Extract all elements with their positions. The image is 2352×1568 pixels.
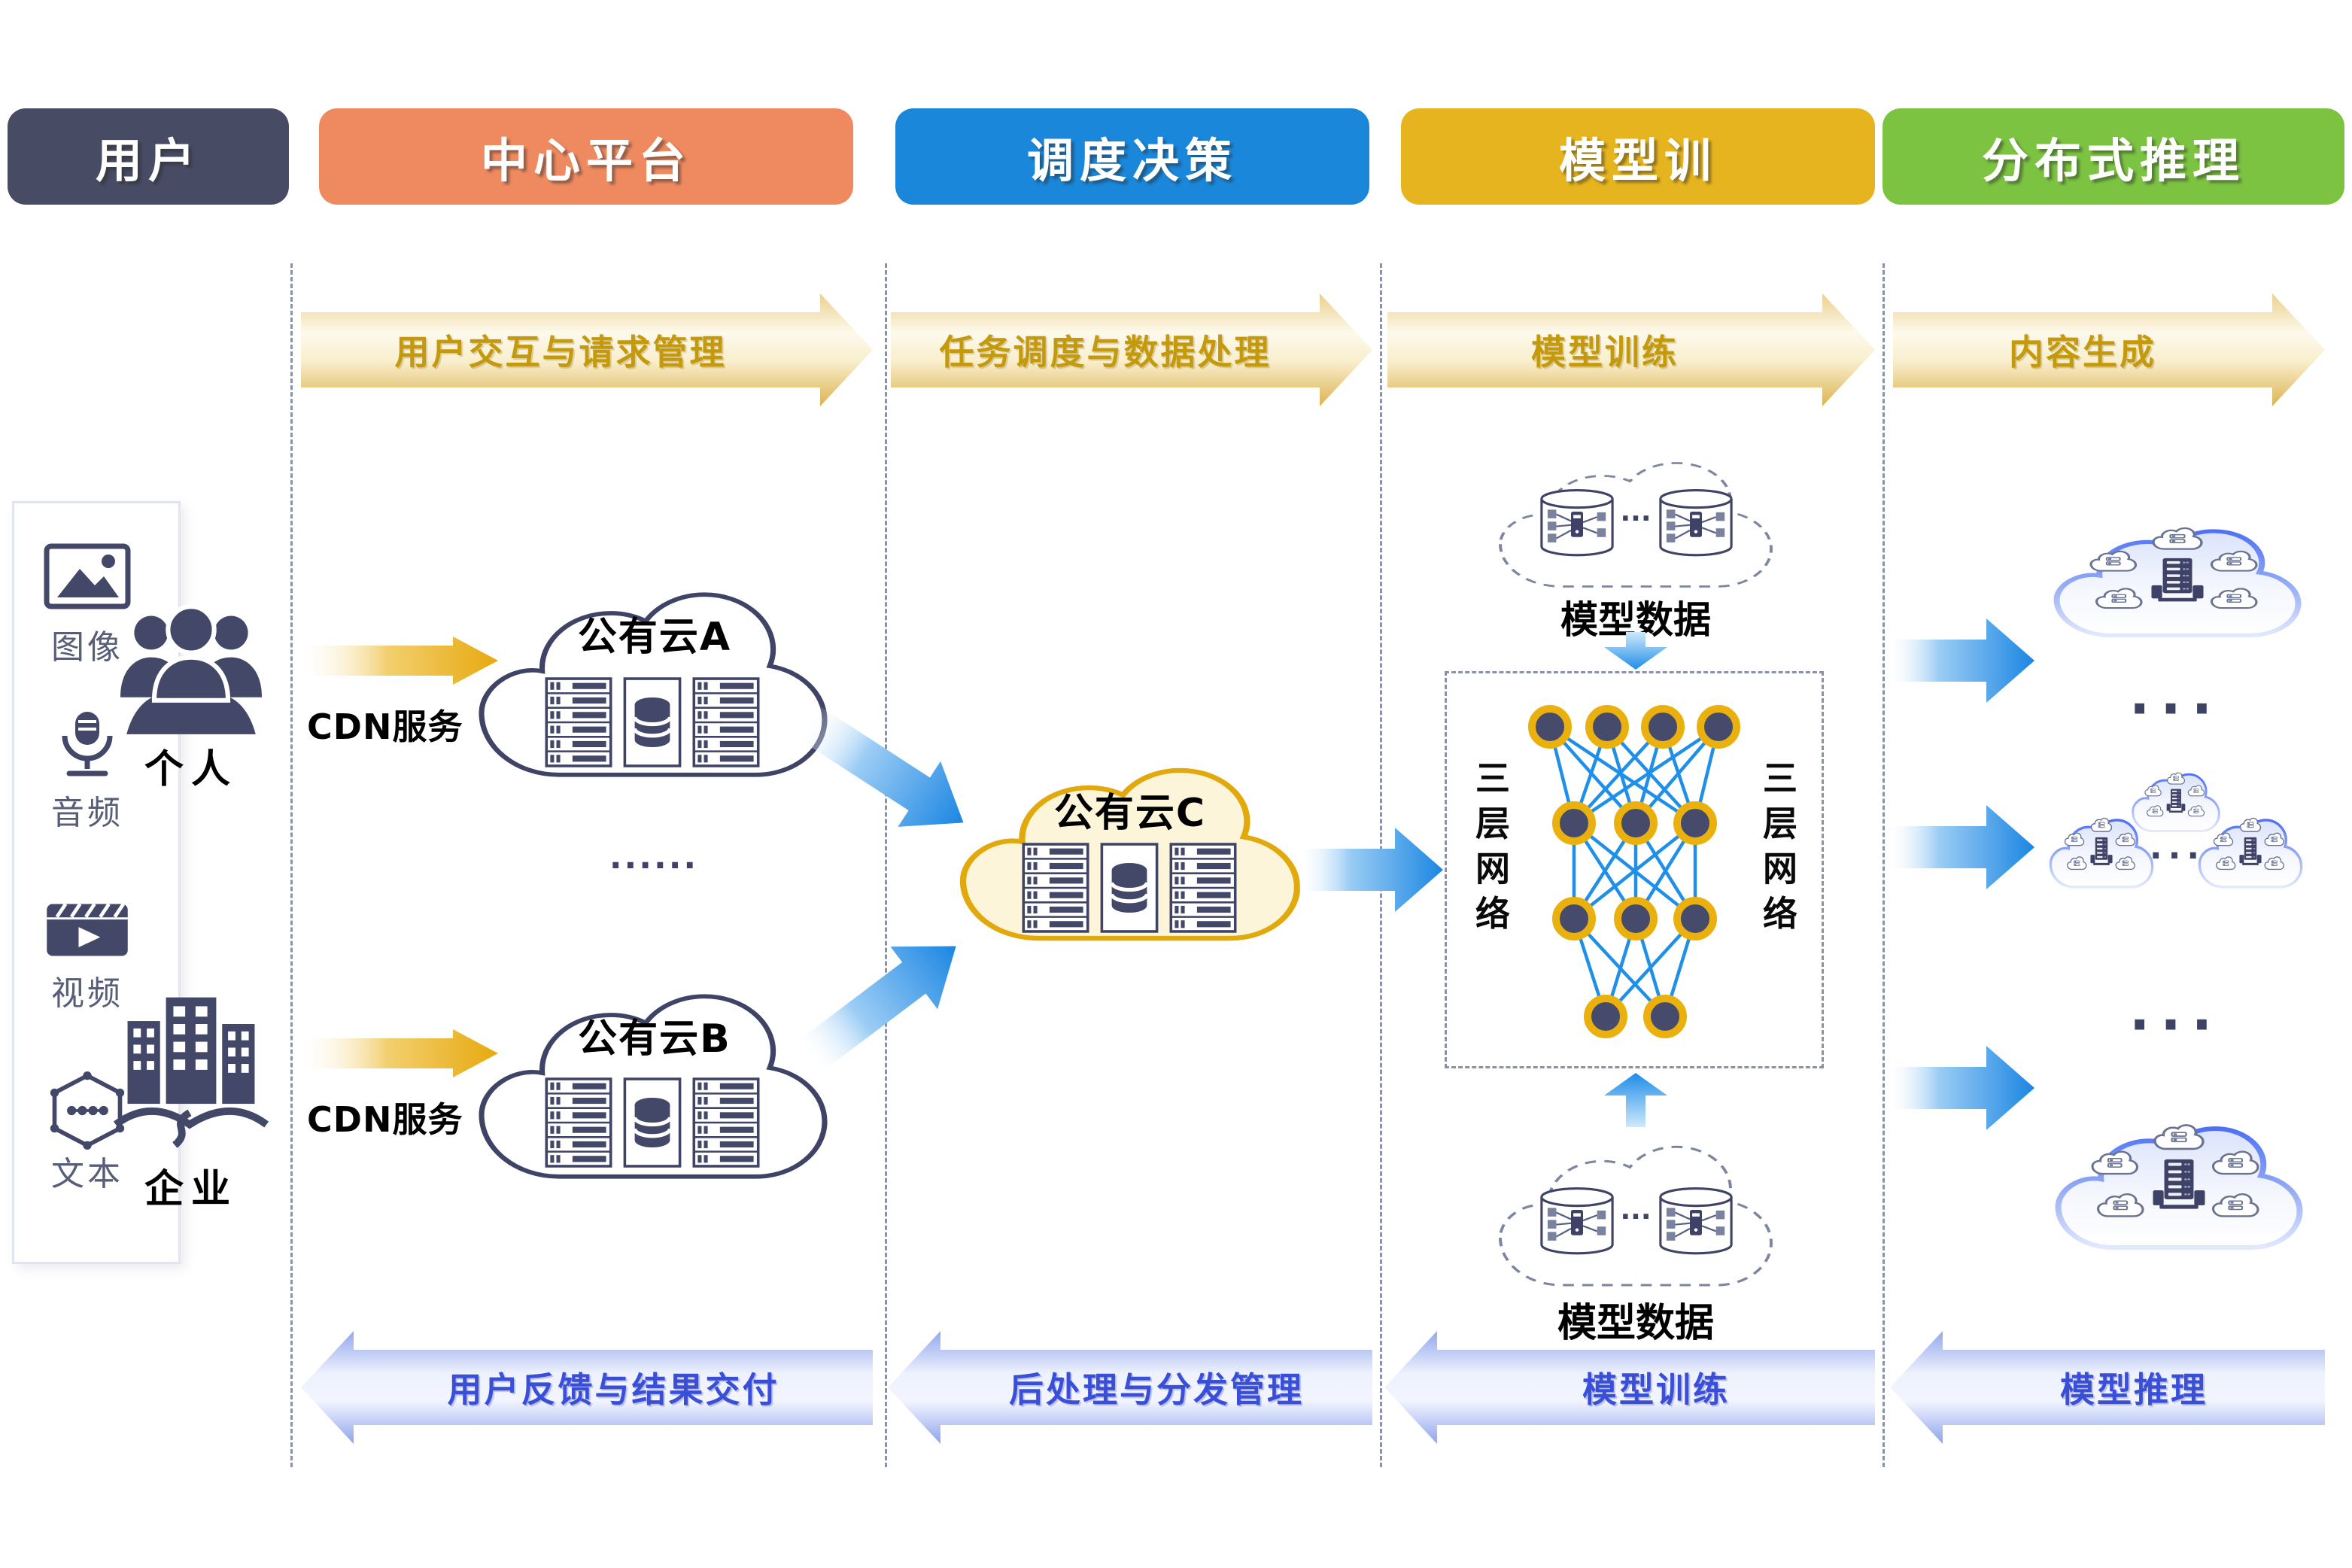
microphone-icon — [62, 712, 113, 776]
server-rack-icon — [545, 677, 612, 767]
top-flow-arrow-3: 模型训练 — [1387, 293, 1875, 406]
model-data-bottom-dots: ... — [1620, 1195, 1652, 1226]
cdn-arrow-top — [298, 637, 498, 685]
lane-separator-4 — [1883, 263, 1885, 1467]
neural-network-icon — [1528, 705, 1740, 1038]
right-arrow-icon — [301, 293, 873, 406]
arrow-cloud-b-to-c — [797, 946, 956, 1073]
server-rack-icon — [692, 1077, 760, 1168]
public-cloud-b-label: 公有云B — [578, 1016, 731, 1062]
top-flow-label-4: 内容生成 — [2009, 332, 2156, 372]
inference-dots-2: ··· — [2129, 993, 2223, 1056]
platform-ellipsis: ...... — [609, 838, 699, 877]
modality-label-image: 图像 — [51, 628, 123, 667]
inference-cloud-1 — [2051, 510, 2304, 649]
lane-header-platform-label: 中心平台 — [480, 133, 691, 188]
model-data-bottom-label: 模型数据 — [1557, 1301, 1714, 1346]
bottom-flow-arrow-3: 模型训练 — [1384, 1331, 1875, 1444]
user-enterprise-label: 企业 — [144, 1167, 238, 1212]
bottom-flow-label-2: 后处理与分发管理 — [1009, 1369, 1304, 1410]
public-cloud-c-label: 公有云C — [1053, 791, 1207, 836]
server-rack-icon — [692, 677, 760, 767]
bottom-flow-arrow-1: 用户反馈与结果交付 — [301, 1331, 873, 1444]
modality-label-video: 视频 — [51, 974, 123, 1013]
bottom-flow-label-3: 模型训练 — [1582, 1369, 1730, 1410]
text-network-icon — [50, 1071, 125, 1150]
server-rack-icon — [1022, 843, 1089, 933]
model-data-top-dots: ... — [1620, 497, 1652, 527]
lane-header-training-label: 模型训 — [1558, 133, 1717, 188]
cdn-arrow-bottom — [298, 1029, 498, 1077]
inference-dots-1: ··· — [2129, 677, 2223, 740]
data-cylinder-icon — [1540, 1187, 1614, 1255]
network-label-right: 三层网络 — [1758, 760, 1798, 940]
right-arrow-icon — [1387, 293, 1875, 406]
inference-arrow-3 — [1887, 1046, 2034, 1130]
inference-arrow-1 — [1887, 618, 2034, 703]
database-icon — [623, 677, 682, 767]
inference-arrow-2 — [1887, 805, 2034, 889]
server-rack-icon — [1169, 843, 1237, 933]
video-icon — [47, 903, 128, 956]
data-cylinder-icon — [1540, 488, 1614, 557]
top-flow-label-2: 任务调度与数据处理 — [939, 332, 1272, 372]
enterprise-icon — [113, 997, 269, 1148]
inference-cloud-3 — [2053, 1105, 2305, 1263]
arrow-data-to-network-up — [1604, 1073, 1667, 1127]
lane-header-scheduling: 调度决策 — [895, 108, 1369, 205]
top-flow-arrow-2: 任务调度与数据处理 — [891, 293, 1372, 406]
user-personal-label: 个人 — [144, 747, 238, 792]
lane-header-users: 用户 — [8, 108, 289, 205]
inference-cloud-cluster — [2024, 763, 2328, 898]
bottom-flow-arrow-4: 模型推理 — [1890, 1331, 2325, 1444]
arrow-data-to-network — [1604, 632, 1667, 670]
cdn-label-top: CDN服务 — [307, 707, 463, 747]
data-cylinder-icon — [1659, 488, 1733, 557]
top-flow-label-1: 用户交互与请求管理 — [394, 332, 727, 372]
lane-header-inference: 分布式推理 — [1883, 108, 2344, 205]
image-icon — [44, 543, 131, 609]
lane-header-platform: 中心平台 — [319, 108, 853, 205]
people-group-icon — [120, 604, 262, 734]
left-arrow-icon — [1384, 1331, 1875, 1444]
left-arrow-icon — [888, 1331, 1372, 1444]
server-rack-icon — [545, 1077, 612, 1168]
database-icon — [623, 1077, 682, 1168]
left-arrow-icon — [301, 1331, 873, 1444]
right-arrow-icon — [891, 293, 1372, 406]
cdn-label-bottom: CDN服务 — [307, 1099, 463, 1140]
left-arrow-icon — [1890, 1331, 2325, 1444]
bottom-flow-label-1: 用户反馈与结果交付 — [447, 1369, 779, 1410]
top-flow-arrow-4: 内容生成 — [1893, 293, 2325, 406]
inference-cluster-dots: ··· — [2149, 837, 2206, 875]
top-flow-label-3: 模型训练 — [1531, 332, 1679, 372]
arrow-cloud-a-to-c — [798, 706, 964, 827]
public-cloud-a-label: 公有云A — [577, 615, 732, 660]
modality-label-audio: 音频 — [51, 794, 123, 832]
lane-header-users-label: 用户 — [95, 133, 201, 188]
bottom-flow-label-4: 模型推理 — [2060, 1369, 2208, 1410]
arrow-cloud-c-to-network — [1299, 828, 1443, 912]
database-icon — [1100, 843, 1159, 933]
bottom-flow-arrow-2: 后处理与分发管理 — [888, 1331, 1372, 1444]
lane-header-scheduling-label: 调度决策 — [1026, 133, 1238, 188]
lane-header-training: 模型训 — [1401, 108, 1875, 205]
top-flow-arrow-1: 用户交互与请求管理 — [301, 293, 873, 406]
modality-label-text: 文本 — [51, 1155, 123, 1193]
lane-separator-1 — [290, 263, 293, 1467]
data-cylinder-icon — [1659, 1187, 1733, 1255]
network-label-left: 三层网络 — [1470, 760, 1511, 940]
lane-header-inference-label: 分布式推理 — [1981, 133, 2245, 188]
right-arrow-icon — [1893, 293, 2325, 406]
lane-separator-2 — [885, 263, 887, 1467]
